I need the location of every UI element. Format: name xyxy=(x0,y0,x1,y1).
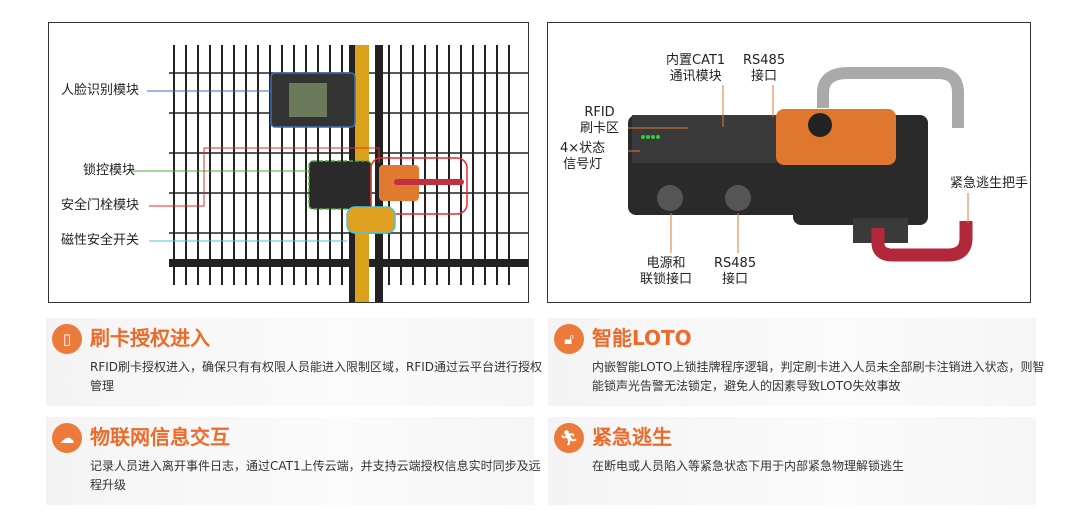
card-icon: ▯ xyxy=(52,324,82,354)
running-person-icon: 🏃︎ xyxy=(554,423,584,453)
fence-illustration xyxy=(131,45,528,302)
feature-title: 紧急逃生 xyxy=(592,425,672,449)
label-power-line1: 电源和 xyxy=(646,256,686,271)
feature-desc: 记录人员进入离开事件日志，通过CAT1上传云端，并支持云端授权信息实时同步及远程… xyxy=(90,459,541,492)
label-power-line2: 联锁接口 xyxy=(640,272,693,287)
feature-title: 智能LOTO xyxy=(592,326,692,350)
label-signal: 4×状态信号灯 xyxy=(560,141,605,173)
feature-title: 刷卡授权进入 xyxy=(90,326,210,350)
feature-desc: 内嵌智能LOTO上锁挂牌程序逻辑，判定刷卡进入人员未全部刷卡注销进入状态，则智能… xyxy=(592,360,1045,393)
label-door-bolt: 安全门栓模块 xyxy=(61,198,140,213)
label-rs485-top-line2: 接口 xyxy=(751,69,778,84)
label-escape-handle: 紧急逃生把手 xyxy=(950,176,1029,191)
label-cat1-line1: 内置CAT1 xyxy=(666,53,726,68)
cloud-network-icon: ☁ xyxy=(52,423,82,453)
label-lock-control: 锁控模块 xyxy=(83,163,136,178)
fence-diagram-panel: 人脸识别模块 锁控模块 安全门栓模块 磁性安全开关 xyxy=(48,22,529,303)
feature-title: 物联网信息交互 xyxy=(90,425,230,449)
label-rfid-line1: RFID xyxy=(584,105,615,120)
label-rfid-line2: 刷卡区 xyxy=(580,121,620,136)
label-rs485-bottom-line2: 接口 xyxy=(722,272,749,287)
label-signal-line2: 信号灯 xyxy=(563,157,603,172)
label-rs485-bottom-line1: RS485 xyxy=(714,256,757,271)
label-magnetic-switch: 磁性安全开关 xyxy=(61,233,140,248)
feature-smart-loto: 🔓︎ 智能LOTO 内嵌智能LOTO上锁挂牌程序逻辑，判定刷卡进入人员未全部刷卡… xyxy=(548,318,1044,406)
label-power: 电源和联锁接口 xyxy=(640,256,692,288)
feature-iot: ☁ 物联网信息交互 记录人员进入离开事件日志，通过CAT1上传云端，并支持云端授… xyxy=(46,417,541,505)
label-signal-line1: 4×状态 xyxy=(560,141,606,156)
label-rs485-top-line1: RS485 xyxy=(743,53,786,68)
label-face-recognition: 人脸识别模块 xyxy=(61,83,140,98)
feature-card-access: ▯ 刷卡授权进入 RFID刷卡授权进入，确保只有有权限人员能进入限制区域，RFI… xyxy=(46,318,542,406)
feature-desc: RFID刷卡授权进入，确保只有有权限人员能进入限制区域，RFID通过云平台进行授… xyxy=(90,360,543,393)
device-illustration xyxy=(628,67,973,262)
feature-emergency-escape: 🏃︎ 紧急逃生 在断电或人员陷入等紧急状态下用于内部紧急物理解锁逃生 xyxy=(548,417,1036,505)
label-cat1-line2: 通讯模块 xyxy=(669,69,722,84)
feature-desc: 在断电或人员陷入等紧急状态下用于内部紧急物理解锁逃生 xyxy=(592,459,905,473)
lock-icon: 🔓︎ xyxy=(554,324,584,354)
